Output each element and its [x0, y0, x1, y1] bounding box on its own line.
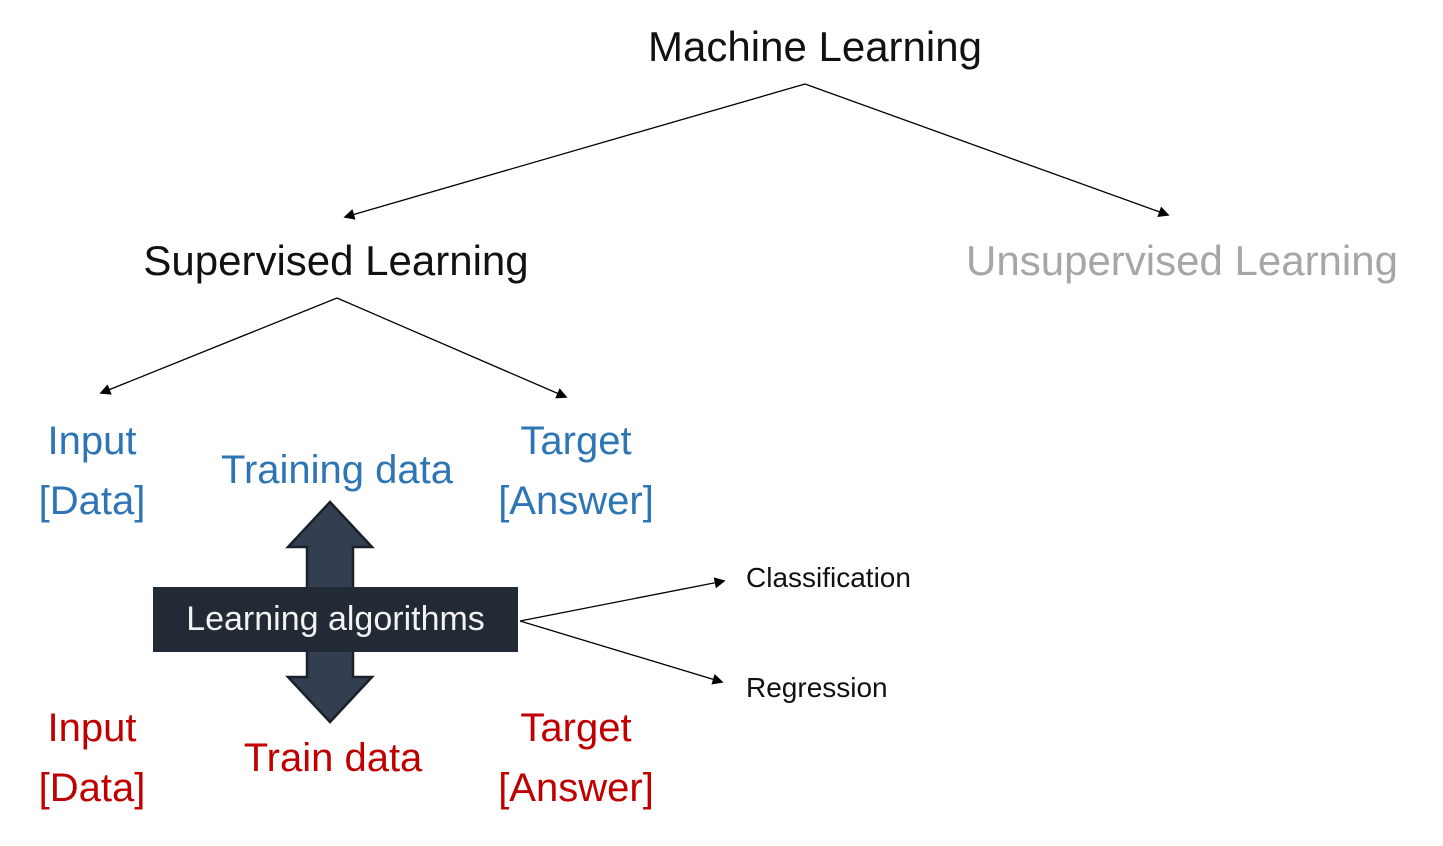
input-bottom-line2: [Data] [38, 766, 146, 810]
edge-supervised-to-input [99, 297, 338, 395]
edge-supervised-to-target [336, 297, 568, 399]
node-machine-learning: Machine Learning [648, 22, 982, 70]
node-supervised-learning: Supervised Learning [143, 236, 529, 284]
target-top-line1: Target [520, 419, 632, 463]
node-input-data-bottom: Input [Data] [39, 698, 146, 818]
edge-algorithms-to-classification [519, 577, 726, 622]
node-training-data: Training data [221, 448, 453, 492]
node-target-answer-bottom: Target [Answer] [498, 698, 654, 818]
node-regression: Regression [746, 672, 888, 704]
target-bottom-line2: [Answer] [498, 766, 654, 810]
node-classification: Classification [746, 562, 911, 594]
learning-algorithms-label: Learning algorithms [186, 600, 485, 638]
input-bottom-line1: Input [47, 706, 137, 750]
node-unsupervised-learning: Unsupervised Learning [966, 236, 1398, 284]
input-top-line1: Input [47, 419, 137, 463]
node-input-data-top: Input [Data] [39, 411, 146, 531]
target-top-line2: [Answer] [498, 479, 654, 523]
edge-root-to-unsupervised [804, 83, 1170, 217]
node-train-data: Train data [243, 736, 423, 780]
input-top-line2: [Data] [38, 479, 146, 523]
edge-algorithms-to-regression [519, 620, 724, 685]
target-bottom-line1: Target [520, 706, 632, 750]
learning-algorithms-box: Learning algorithms [153, 587, 518, 652]
node-target-answer-top: Target [Answer] [498, 411, 654, 531]
edge-root-to-supervised [343, 83, 806, 220]
